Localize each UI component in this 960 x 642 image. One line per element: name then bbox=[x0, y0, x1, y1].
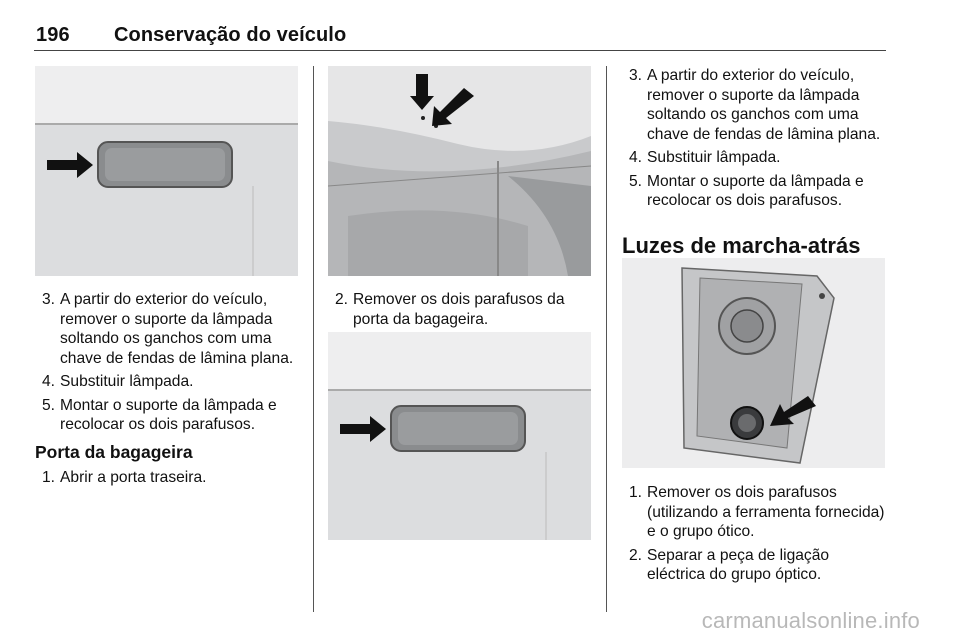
figure-tailgate-interior bbox=[328, 66, 591, 276]
list-item: 4.Substituir lâmpada. bbox=[42, 373, 194, 390]
column-divider-1 bbox=[313, 66, 314, 612]
column-1: 3.A partir do exterior do veículo, remov… bbox=[35, 290, 300, 492]
list-item: 1.Abrir a porta traseira. bbox=[42, 469, 207, 486]
column-divider-2 bbox=[606, 66, 607, 612]
section-heading-reversing-lights: Luzes de marcha-atrás bbox=[622, 232, 861, 258]
arrow-down-icon bbox=[410, 74, 434, 110]
arrow-icon bbox=[340, 416, 386, 442]
list-item: 2.Remover os dois parafusos da porta da … bbox=[335, 291, 565, 328]
column-3-lower: 1.Remover os dois parafusos (utilizando … bbox=[622, 483, 888, 589]
list-item: 2.Separar a peça de ligação eléctrica do… bbox=[629, 546, 830, 584]
steps-list-col1-b: 1.Abrir a porta traseira. bbox=[35, 468, 300, 488]
arrow-icon bbox=[47, 152, 93, 178]
steps-list-col1: 3.A partir do exterior do veículo, remov… bbox=[35, 290, 300, 435]
list-item: 1.Remover os dois parafusos (utilizando … bbox=[629, 484, 885, 540]
steps-list-col3-b: 1.Remover os dois parafusos (utilizando … bbox=[622, 483, 888, 585]
subheading-tailgate: Porta da bagageira bbox=[35, 441, 193, 462]
arrow-diagonal-icon bbox=[432, 88, 474, 126]
list-item: 5.Montar o suporte da lâmpada e recoloca… bbox=[42, 396, 277, 434]
column-3: 3.A partir do exterior do veículo, remov… bbox=[622, 66, 888, 259]
steps-list-col2: 2.Remover os dois parafusos da porta da … bbox=[328, 290, 593, 329]
arrow-diagonal-icon bbox=[770, 396, 816, 426]
list-item: 3.A partir do exterior do veículo, remov… bbox=[629, 67, 881, 143]
column-2: 2.Remover os dois parafusos da porta da … bbox=[328, 290, 593, 333]
list-item: 4.Substituir lâmpada. bbox=[629, 149, 781, 166]
watermark: carmanualsonline.info bbox=[701, 608, 920, 633]
figure-lamp-housing-1 bbox=[35, 66, 298, 276]
header-rule bbox=[34, 50, 886, 51]
page-number: 196 bbox=[36, 24, 70, 46]
steps-list-col3: 3.A partir do exterior do veículo, remov… bbox=[622, 66, 888, 211]
figure-reversing-light bbox=[622, 258, 885, 468]
page-title: Conservação do veículo bbox=[114, 24, 347, 46]
list-item: 5.Montar o suporte da lâmpada e recoloca… bbox=[629, 172, 864, 210]
list-item: 3.A partir do exterior do veículo, remov… bbox=[42, 291, 294, 367]
figure-lamp-housing-2 bbox=[328, 332, 591, 540]
